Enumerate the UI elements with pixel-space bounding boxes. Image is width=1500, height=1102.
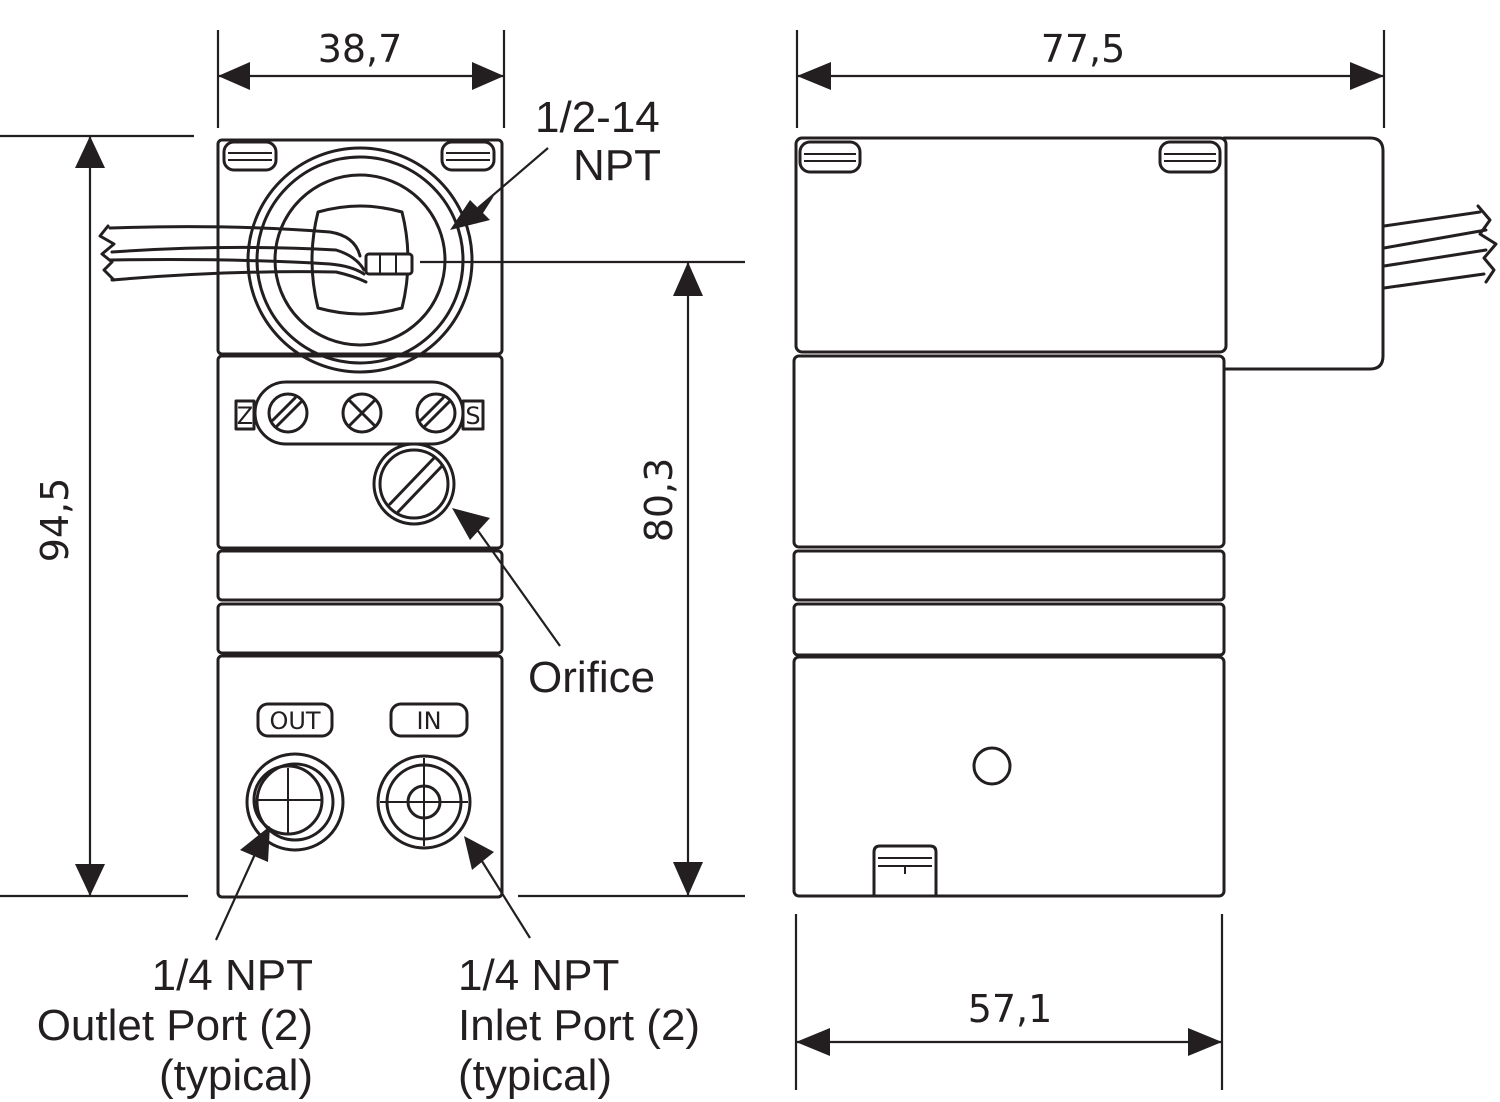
wire-leads-icon [1382, 204, 1498, 290]
dim-overall-height: 94,5 [33, 478, 77, 563]
out-label-box [256, 702, 334, 738]
inlet-callout-line3: (typical) [458, 1051, 612, 1100]
conduit-fitting-icon [246, 146, 474, 374]
bottom-screw-icon [872, 844, 938, 898]
span-marking: S [465, 402, 480, 430]
screw-icon [1158, 140, 1222, 174]
in-marking: IN [416, 707, 441, 735]
dim-side-body-width: 57,1 [968, 987, 1053, 1031]
conduit-callout-line1: 1/2-14 [535, 93, 660, 142]
outlet-port-icon [245, 752, 345, 852]
side-hole-icon [972, 746, 1012, 786]
out-marking: OUT [269, 707, 320, 735]
side-top-block [794, 136, 1228, 354]
in-label-box [389, 702, 469, 738]
side-cover [1222, 136, 1385, 371]
wire-leads-icon [98, 224, 414, 284]
leader-lines [214, 147, 561, 941]
front-band-1 [216, 549, 504, 602]
outlet-callout-line1: 1/4 NPT [152, 951, 313, 1000]
outlet-callout-line3: (typical) [159, 1051, 313, 1100]
side-band-1 [792, 549, 1226, 602]
conduit-callout-line2: NPT [573, 141, 661, 190]
side-bottom-block [792, 655, 1226, 898]
front-view: Z S OUT IN [98, 138, 504, 899]
screw-icon [440, 140, 496, 172]
side-band-2 [792, 602, 1226, 657]
front-mid-block [216, 354, 504, 550]
inlet-callout-line2: Inlet Port (2) [458, 1001, 700, 1050]
dim-side-width: 77,5 [1041, 27, 1126, 71]
dimension-lines [0, 30, 1386, 1090]
front-bottom-block [216, 654, 504, 899]
screw-icon [798, 140, 862, 174]
orifice-screw-icon [372, 442, 456, 526]
inlet-callout-line1: 1/4 NPT [458, 951, 619, 1000]
inlet-port-icon [376, 754, 472, 850]
zero-span-adjust-plate [234, 380, 485, 446]
side-view [792, 136, 1498, 898]
dim-front-width: 38,7 [318, 27, 403, 71]
orifice-callout: Orifice [528, 653, 655, 702]
outlet-callout-line2: Outlet Port (2) [37, 1001, 313, 1050]
dim-port-height: 80,3 [637, 458, 681, 543]
zero-marking: Z [237, 402, 253, 430]
screw-icon [222, 140, 278, 172]
front-band-2 [216, 602, 504, 655]
side-mid-block [792, 354, 1226, 549]
